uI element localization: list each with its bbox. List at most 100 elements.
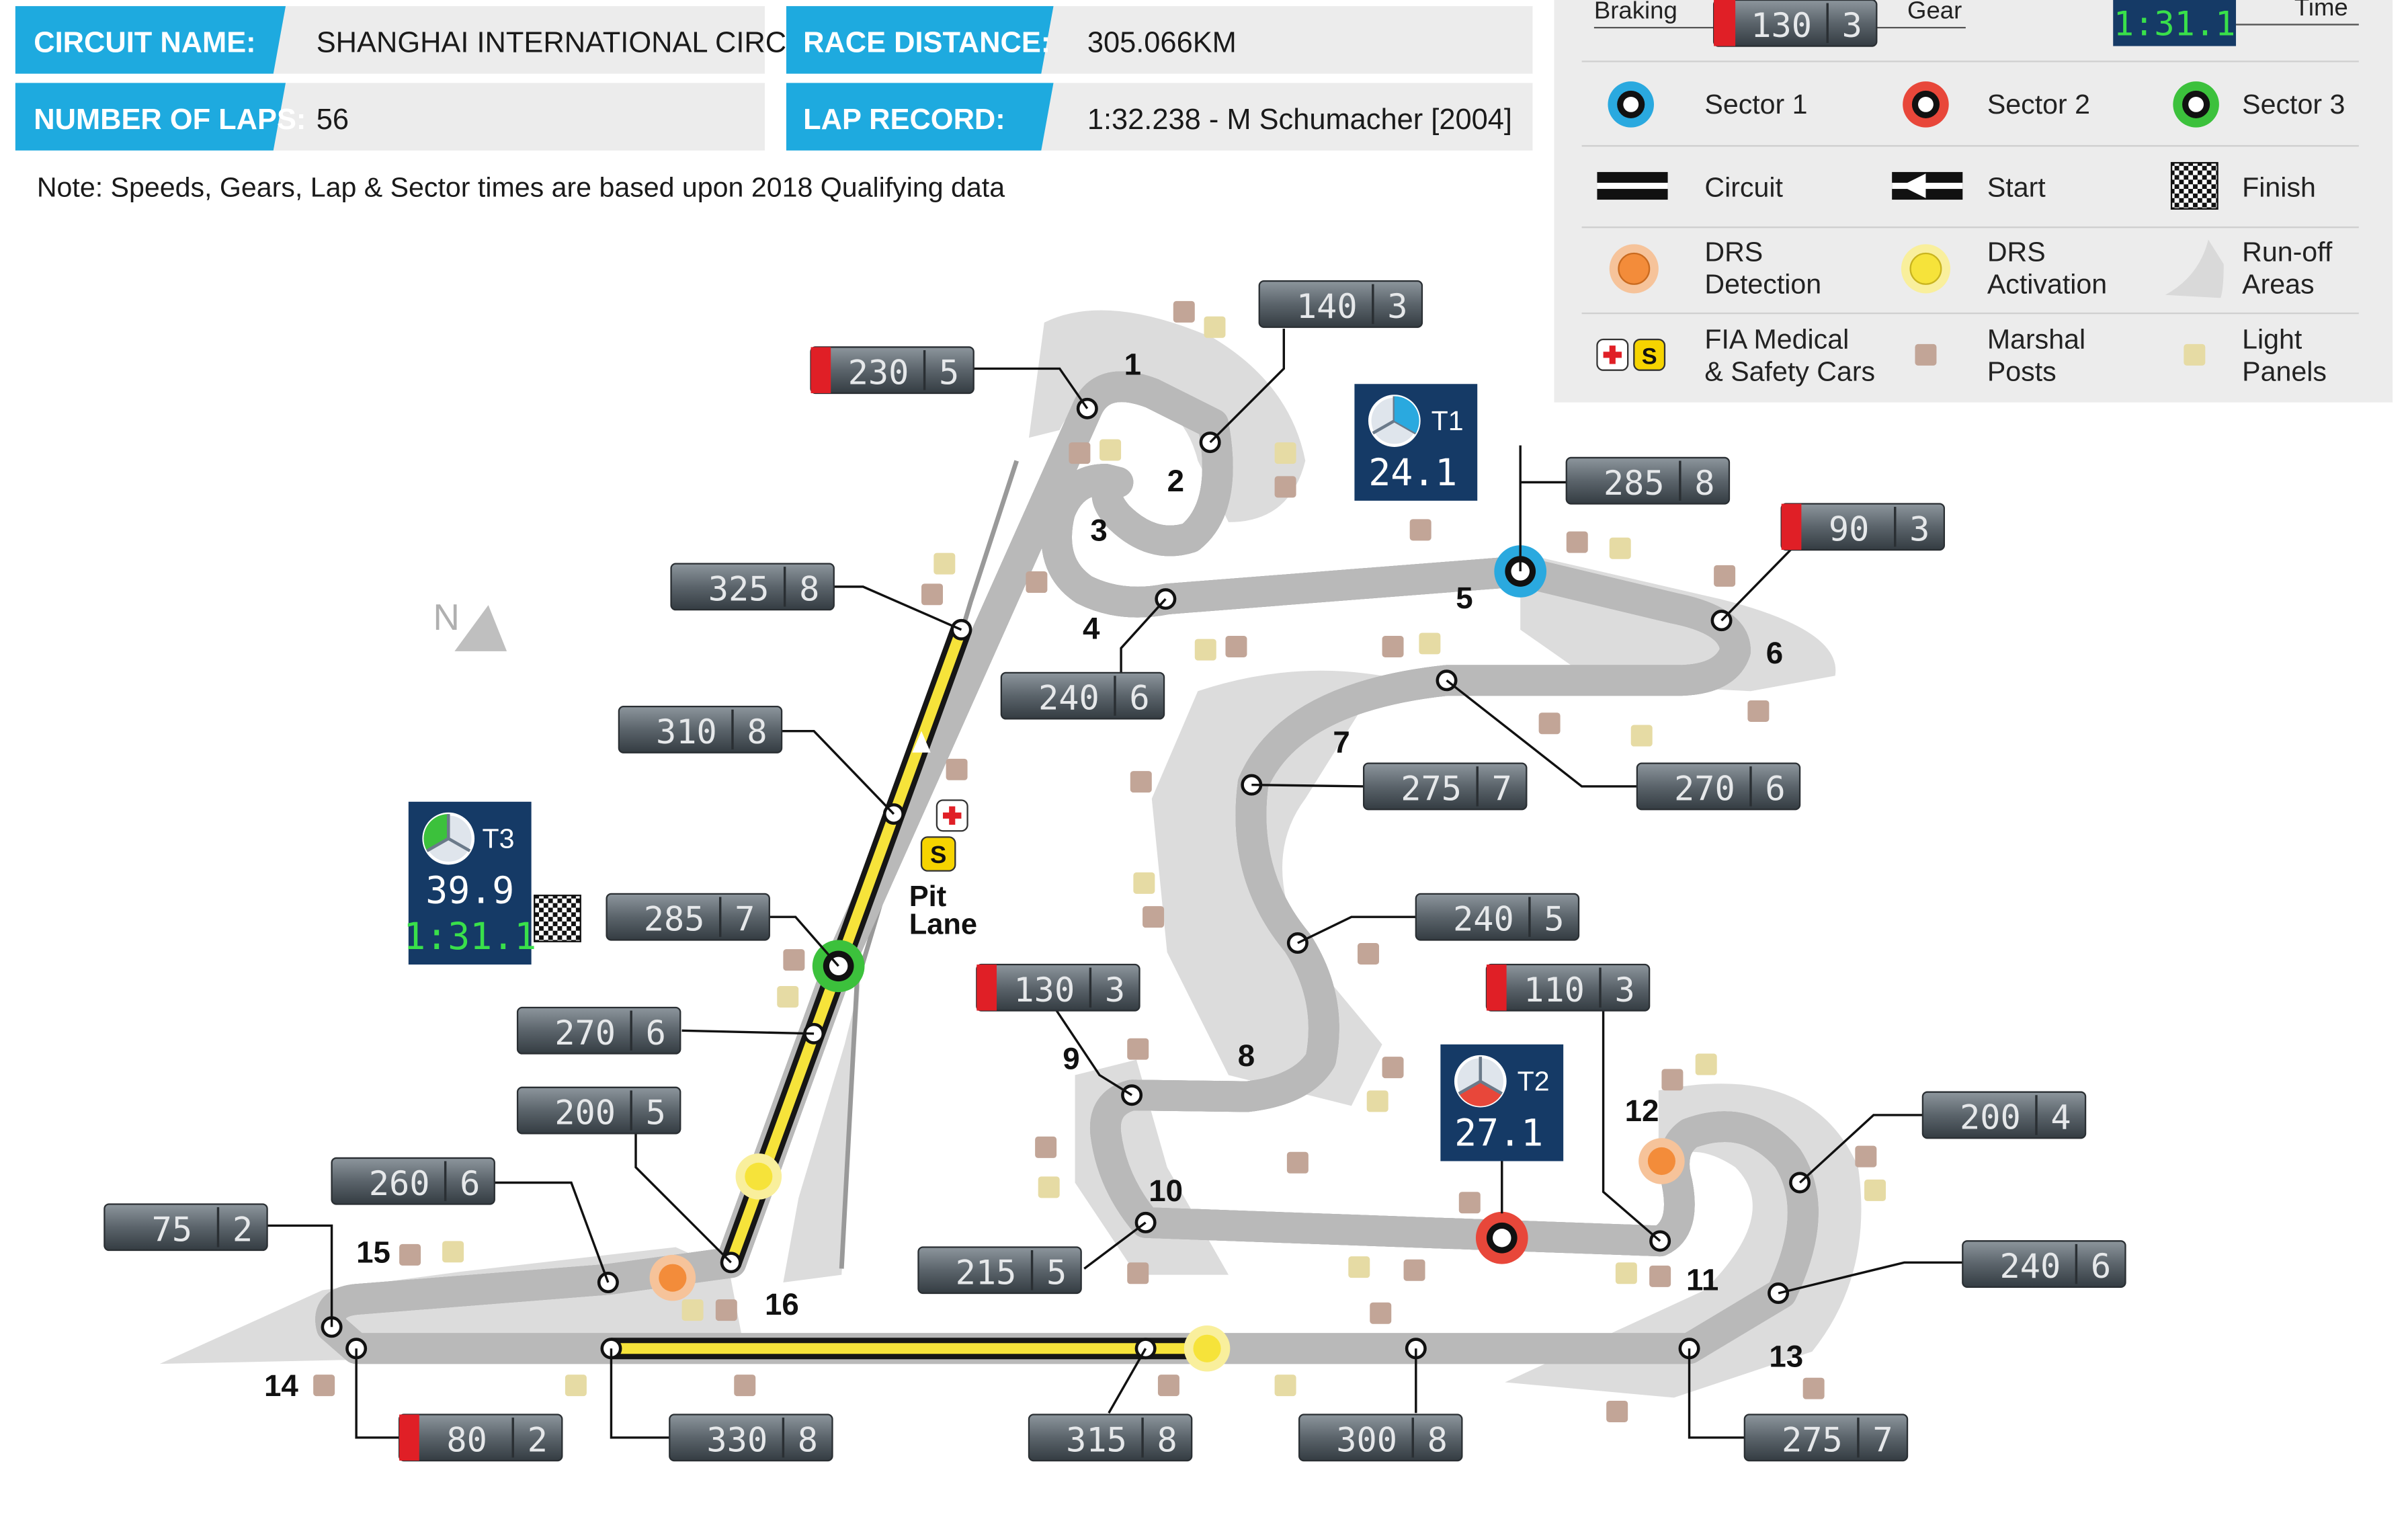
turn-number: 6: [1766, 636, 1783, 670]
turn-number: 5: [1456, 581, 1472, 615]
turn-number: 2: [1167, 464, 1184, 498]
turn-number: 10: [1149, 1174, 1183, 1208]
turn-number: 9: [1063, 1041, 1079, 1075]
safety-car-icon: S: [1633, 338, 1666, 371]
speed-value: 130: [1013, 970, 1075, 1010]
legend-drs-det-1: DRS: [1704, 236, 1763, 267]
runoff-icon: [2165, 239, 2224, 298]
speed-value: 200: [1960, 1098, 2021, 1137]
sector-speed: 24.1: [1368, 451, 1457, 494]
legend-panel: Braking Gear Time 130 3 1:31.1 Sector 1 …: [1554, 0, 2393, 403]
speed-value: 80: [446, 1420, 487, 1459]
sector-box-id: T1: [1431, 405, 1464, 436]
legend-sample-speed-box: 130 3: [1712, 0, 1878, 47]
legend-start: Start: [1987, 171, 2046, 202]
legend-sample-time-box: 1:31.1: [2113, 0, 2237, 46]
speed-gear-box: 80 2: [398, 1414, 563, 1462]
turn-numbers: 1 2 3 4 5 6 7 8 9 10 11 12 13 14 15 16: [264, 347, 1803, 1403]
legend-gear-label: Gear: [1907, 0, 1962, 24]
braking-indicator: [1486, 965, 1507, 1011]
gear-value: 6: [646, 1013, 666, 1053]
gear-value: 7: [1492, 769, 1512, 809]
gear-value: 4: [2050, 1098, 2071, 1137]
data-note: Note: Speeds, Gears, Lap & Sector times …: [37, 171, 1005, 202]
sector-speed: 27.1: [1454, 1112, 1543, 1155]
legend-medical-1: FIA Medical: [1704, 324, 1849, 355]
safety-car-letter: S: [1642, 344, 1657, 370]
info-panel: CIRCUIT NAME: SHANGHAI INTERNATIONAL CIR…: [15, 6, 1533, 202]
circuit-name-label: CIRCUIT NAME:: [34, 27, 255, 59]
speed-value: 215: [956, 1252, 1017, 1292]
compass: N: [433, 596, 507, 651]
gear-value: 6: [1129, 678, 1149, 718]
gear-value: 6: [1765, 769, 1785, 809]
speed-value: 200: [554, 1093, 616, 1133]
speed-value: 75: [152, 1209, 193, 1249]
gear-value: 2: [528, 1420, 548, 1459]
gear-value: 7: [1872, 1420, 1893, 1459]
sector-box-id: T3: [483, 823, 515, 854]
light-panels: [442, 316, 1886, 1397]
gear-value: 3: [1614, 970, 1634, 1010]
speed-value: 140: [1296, 286, 1358, 326]
laps-value: 56: [317, 104, 349, 136]
gear-value: 5: [646, 1093, 666, 1133]
sector-box-id: T2: [1518, 1065, 1550, 1096]
medical-car-icon: [936, 799, 968, 832]
turn-number: 1: [1124, 347, 1141, 382]
speed-value: 300: [1336, 1420, 1397, 1459]
legend-medical-2: & Safety Cars: [1704, 356, 1875, 387]
turn-number: 13: [1769, 1340, 1803, 1374]
finish-flag-icon: [2170, 162, 2218, 210]
drs-markers: [649, 1138, 1685, 1372]
speed-value: 325: [708, 569, 770, 608]
speed-value: 240: [1999, 1246, 2061, 1286]
speed-value: 240: [1038, 678, 1099, 718]
legend-sample-speed: 130: [1751, 5, 1812, 45]
speed-value: 110: [1524, 970, 1585, 1010]
gear-value: 2: [233, 1209, 253, 1249]
legend-marshal-2: Posts: [1987, 356, 2057, 387]
speed-gear-box: 240 6: [1000, 671, 1165, 720]
turn-number: 14: [264, 1368, 298, 1403]
race-distance-value: 305.066KM: [1087, 27, 1237, 59]
lap-record-label: LAP RECORD:: [803, 104, 1005, 136]
medical-car-icon: [1596, 338, 1629, 371]
safety-car-icon: S: [920, 836, 956, 872]
start-icon: [1892, 171, 1963, 200]
speed-gear-box: 90 3: [1780, 503, 1946, 551]
speed-value: 240: [1453, 899, 1514, 939]
legend-time-label: Time: [2294, 0, 2348, 21]
speed-gear-box: 270 6: [516, 1006, 681, 1055]
speed-value: 275: [1782, 1420, 1843, 1459]
gear-value: 8: [1157, 1420, 1177, 1459]
turn-number: 11: [1686, 1262, 1718, 1297]
turn-number: 4: [1083, 612, 1100, 646]
turn-number: 7: [1333, 725, 1350, 760]
legend-light-1: Light: [2242, 324, 2302, 355]
legend-sample-time: 1:31.1: [2114, 4, 2236, 44]
speed-value: 90: [1829, 509, 1870, 548]
gear-value: 3: [1909, 509, 1929, 548]
turn-number: 16: [765, 1287, 799, 1321]
sector-speed: 39.9: [425, 869, 514, 912]
speed-value: 270: [554, 1013, 616, 1053]
turn-number: 15: [356, 1235, 390, 1269]
turn-number: 8: [1238, 1038, 1255, 1073]
gear-value: 8: [799, 569, 819, 608]
legend-circuit: Circuit: [1704, 171, 1783, 202]
speed-value: 260: [369, 1163, 430, 1203]
turn-number: 3: [1090, 513, 1107, 547]
